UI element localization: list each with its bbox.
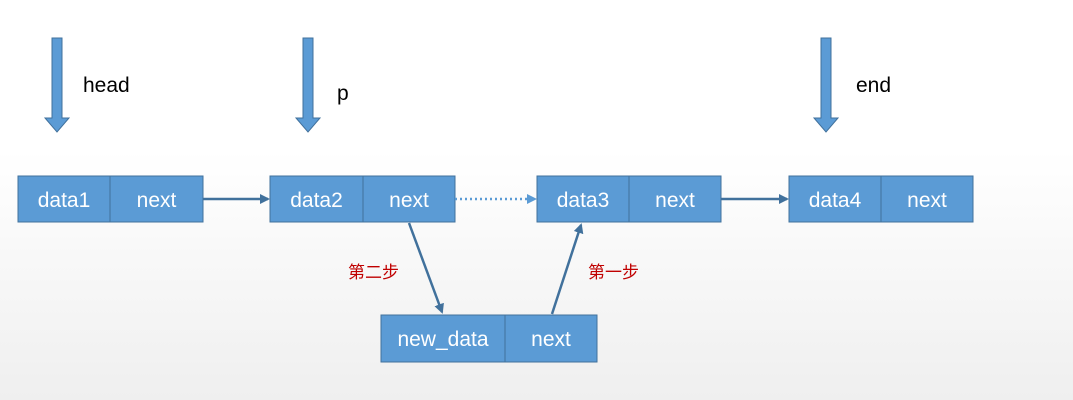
- node-data1-data-cell: [17, 175, 111, 223]
- end-pointer-label: end: [856, 74, 891, 97]
- node-data4: data4 next: [788, 175, 974, 223]
- head-pointer-label: head: [83, 74, 130, 97]
- node-data4-next-label: next: [907, 189, 947, 212]
- node-data3-data-label: data3: [557, 189, 610, 212]
- head-pointer-arrow: [43, 37, 71, 133]
- node-data1: data1 next: [17, 175, 204, 223]
- node-data1-next-cell: [109, 175, 204, 223]
- node-data2: data2 next: [269, 175, 456, 223]
- node-data3: data3 next: [536, 175, 722, 223]
- node-data1-next-label: next: [137, 189, 177, 212]
- node-data3-next-cell: [628, 175, 722, 223]
- node-data2-next-label: next: [389, 189, 429, 212]
- link-arrow-new-data-to-data3: [550, 223, 584, 315]
- node-data4-next-cell: [880, 175, 974, 223]
- link-arrow-data2-to-new-data: [407, 222, 444, 314]
- node-data3-data-cell: [536, 175, 630, 223]
- node-data2-data-cell: [269, 175, 364, 223]
- end-pointer-arrow: [812, 37, 840, 133]
- p-pointer-arrow: [294, 37, 322, 133]
- step-two-label: 第二步: [348, 263, 399, 283]
- node-new-data-next-label: next: [531, 328, 571, 351]
- node-new-data-data-cell: [380, 314, 506, 363]
- node-data4-data-label: data4: [809, 189, 862, 212]
- node-new-data-next-cell: [504, 314, 598, 363]
- node-data3-next-label: next: [655, 189, 695, 212]
- node-new-data-data-label: new_data: [397, 328, 488, 351]
- node-data1-data-label: data1: [38, 189, 91, 212]
- node-data2-data-label: data2: [290, 189, 343, 212]
- node-data4-data-cell: [788, 175, 882, 223]
- p-pointer-label: p: [337, 82, 349, 105]
- node-new-data: new_data next: [380, 314, 598, 363]
- step-one-label: 第一步: [588, 263, 639, 283]
